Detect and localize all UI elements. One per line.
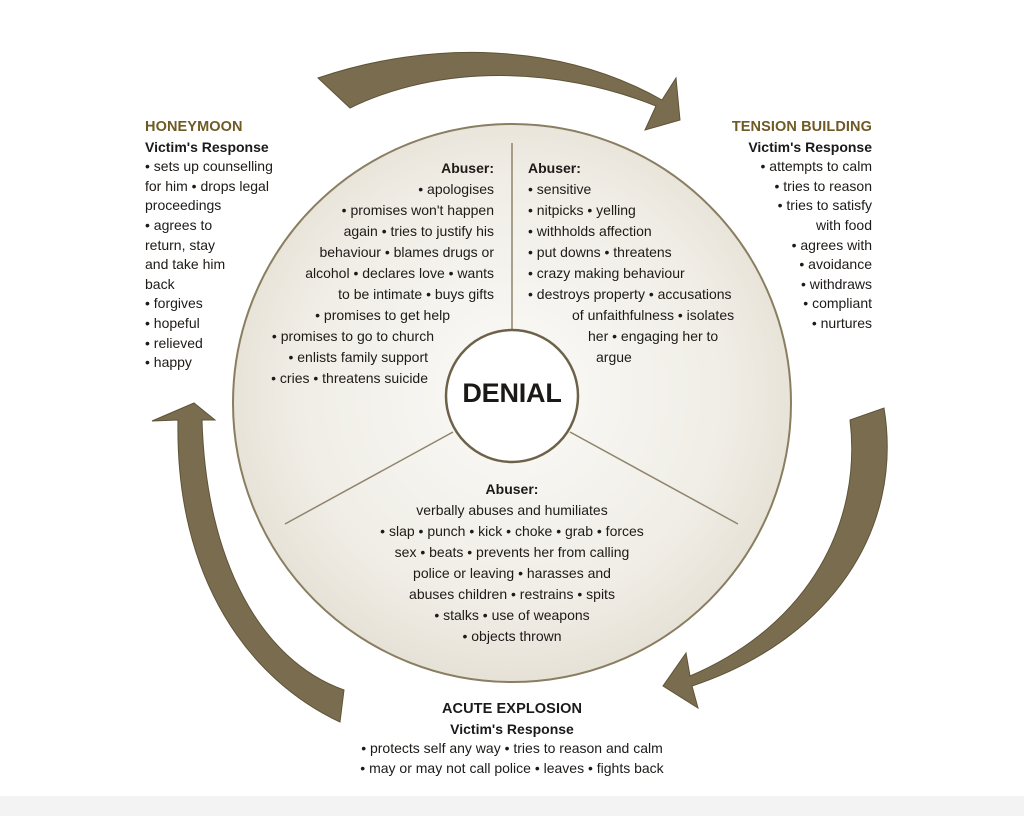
honeymoon-line: • agrees to [145,216,213,233]
tension-line: • attempts to calm [760,158,873,175]
abuser-tension-line: • crazy making behaviour [528,265,685,281]
tension-line: • compliant [803,295,872,312]
honeymoon-section: HONEYMOON Victim's Response • sets up co… [145,118,305,373]
honeymoon-line: • sets up counselling [145,158,273,175]
abuser-honeymoon-line: • promises to get help [315,307,450,323]
explosion-response-list: • protects self any way • tries to reaso… [322,739,702,778]
honeymoon-line: • forgives [145,295,203,312]
divider-right [569,431,739,525]
abuser-honeymoon-line: • promises won't happen [341,202,494,218]
explosion-line: • protects self any way • tries to reaso… [361,740,663,757]
abuser-honeymoon-line: again • tries to justify his [343,223,494,239]
abuser-honeymoon-line: alcohol • declares love • wants [305,265,494,281]
honeymoon-line: back [145,275,175,292]
tension-line: • avoidance [799,256,872,273]
bottom-strip [0,796,1024,816]
tension-line: • tries to reason [774,177,872,194]
abuser-tension-line: • withholds affection [528,223,652,239]
abuser-explosion-line: sex • beats • prevents her from calling [394,544,630,560]
abuser-honeymoon-line: behaviour • blames drugs or [319,244,494,260]
divider-left [284,431,454,525]
honeymoon-line: return, stay [145,236,216,253]
honeymoon-line: • relieved [145,334,203,351]
honeymoon-line: for him • drops legal [145,177,269,194]
abuser-honeymoon-line: • apologises [418,181,494,197]
acute-explosion-title: ACUTE EXPLOSION [441,701,583,717]
right-cycle-arrow [662,407,888,710]
tension-line: • tries to satisfy [777,197,872,214]
abuser-explosion-line: verbally abuses and humiliates [416,502,608,518]
left-cycle-arrow [151,402,345,723]
abuser-explosion-line: abuses children • restrains • spits [409,586,615,602]
honeymoon-line: proceedings [145,197,222,214]
top-cycle-arrow [317,51,681,131]
tension-line: • withdraws [800,275,872,292]
abuser-tension-sector: Abuser: • sensitive • nitpicks • yelling… [528,158,768,368]
honeymoon-response-list: • sets up counselling for him • drops le… [145,157,305,373]
tension-response-label: Victim's Response [748,138,872,155]
explosion-line: • may or may not call police • leaves • … [360,759,664,776]
abuser-honeymoon-line: to be intimate • buys gifts [338,286,494,302]
abuser-tension-line: • sensitive [528,181,592,197]
abuser-explosion-line: police or leaving • harasses and [413,565,611,581]
abuser-honeymoon-line: • promises to go to church [271,328,434,344]
abuser-tension-line: argue [596,349,632,365]
abuser-label: Abuser: [485,481,539,497]
tension-building-title: TENSION BUILDING [731,119,872,135]
abuser-honeymoon-line: • enlists family support [288,349,428,365]
abuser-label: Abuser: [441,160,494,176]
abuser-explosion-line: • objects thrown [462,628,562,644]
abuser-tension-line: of unfaithfulness • isolates [572,307,735,323]
abuser-explosion-line: • slap • punch • kick • choke • grab • f… [380,523,644,539]
honeymoon-line: • happy [145,354,192,371]
honeymoon-title: HONEYMOON [145,119,243,135]
abuser-explosion-line: • stalks • use of weapons [434,607,590,623]
honeymoon-response-label: Victim's Response [145,138,269,155]
tension-line: with food [815,216,872,233]
abuser-tension-line: • nitpicks • yelling [528,202,636,218]
abuser-tension-line: • put downs • threatens [528,244,672,260]
tension-line: • agrees with [791,236,872,253]
honeymoon-line: • hopeful [145,314,200,331]
denial-circle [444,328,580,464]
abuser-explosion-sector: Abuser: verbally abuses and humiliates •… [322,479,702,647]
abuser-honeymoon-line: • cries • threatens suicide [271,370,428,386]
explosion-response-label: Victim's Response [450,720,574,737]
abuser-tension-line: • destroys property • accusations [528,286,732,302]
tension-building-section: TENSION BUILDING Victim's Response • att… [690,118,872,334]
honeymoon-line: and take him [145,256,226,273]
tension-response-list: • attempts to calm • tries to reason • t… [690,157,873,333]
tension-line: • nurtures [811,314,872,331]
acute-explosion-section: ACUTE EXPLOSION Victim's Response • prot… [322,700,702,778]
abuser-honeymoon-sector: Abuser: • apologises • promises won't ha… [262,158,494,389]
denial-label: DENIAL [462,378,562,408]
abuser-label: Abuser: [528,160,581,176]
abuser-tension-line: her • engaging her to [588,328,719,344]
